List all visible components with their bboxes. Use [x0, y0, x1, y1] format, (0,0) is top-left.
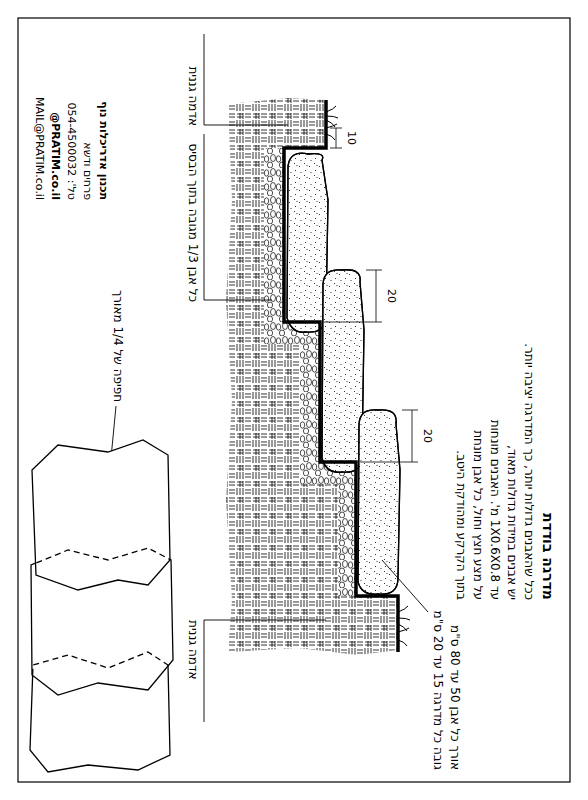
credit: טל': 054-4500032: [64, 30, 78, 200]
title: מדרגה בודדת: [539, 200, 557, 600]
credit: תכנון אדריכלות נוף: [96, 30, 110, 200]
dimension: 20: [420, 422, 434, 450]
note-line: בתוך הקרקע ומהודקת היטב.: [453, 200, 468, 600]
note-line: על מצע חצץ וחול, כל אבן מונחת: [470, 200, 485, 600]
dimension: 20: [384, 282, 398, 310]
note-line: עד 1X0.6X0.8 מ'. האבנים מונחות: [487, 200, 502, 600]
credit: @PRATIM.co.il: [48, 30, 62, 200]
frame: [18, 18, 570, 782]
note-line: ככל שהאבנים גדולות יותר, כך המדרגה יציבה…: [521, 200, 536, 600]
note-line: יש אבנים במידות גדולות מאוד,: [504, 200, 519, 600]
credit: פרחים ודשא: [80, 30, 94, 200]
grass: [326, 106, 410, 646]
callout: אדמה גננית: [185, 30, 200, 126]
callout: גובה כל מדרגה 15 עד 20 ס"מ: [430, 580, 445, 770]
dimension: 10: [344, 126, 358, 150]
credit: MAIL@PRATIM.co.il: [32, 30, 46, 200]
dimension-lines: [324, 128, 418, 462]
callout: חפיפה של 1/4 מאורך: [110, 250, 125, 402]
stones: [287, 153, 400, 594]
callout: כל אבן 1/3 מגובה בתוך הבסיס: [185, 130, 200, 302]
callout: אדמה גננית: [185, 620, 200, 724]
plan-view-stones: [30, 440, 173, 772]
ground-line: [284, 100, 398, 652]
callout: אורך כל אבן 50 עד 80 ס"מ: [447, 580, 462, 770]
